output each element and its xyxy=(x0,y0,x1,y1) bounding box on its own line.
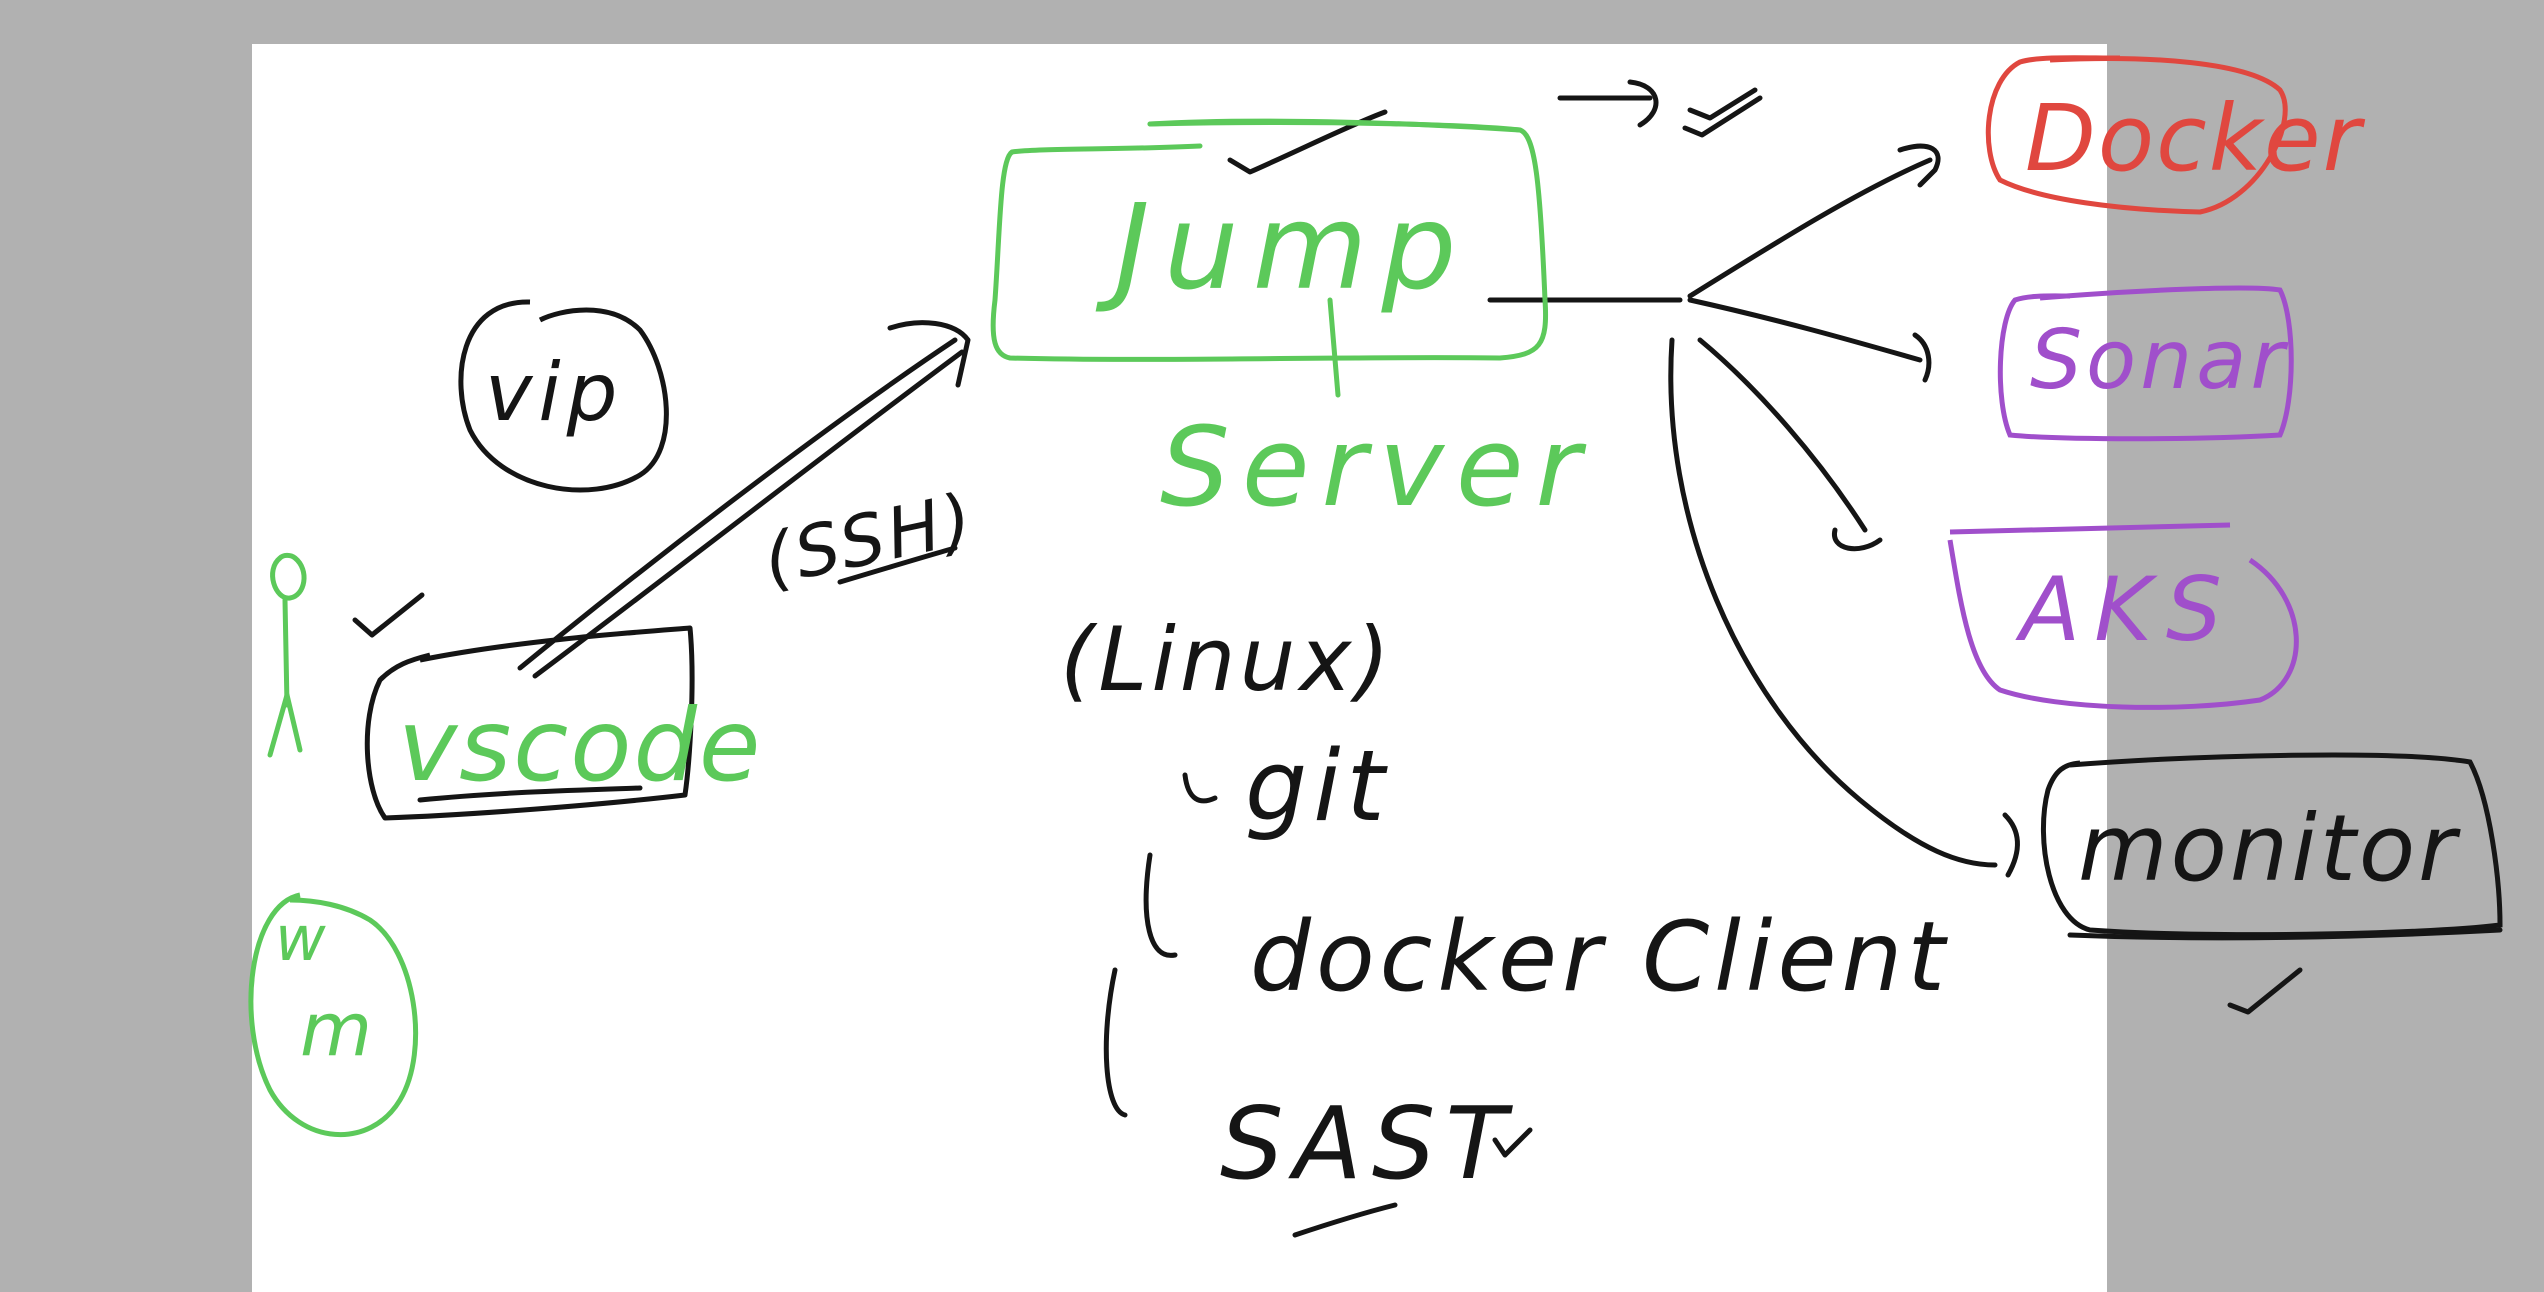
whiteboard-page xyxy=(252,44,2107,1292)
sast-underline xyxy=(1292,1202,1398,1238)
branch-to-aks xyxy=(1697,337,1868,533)
top-arrow-head xyxy=(1627,79,1659,128)
wm-w-label: w xyxy=(275,902,326,975)
jump-label: Jump xyxy=(1095,178,1470,316)
branch-to-monitor xyxy=(1668,337,1998,868)
branch-to-docker-head xyxy=(1897,143,1941,188)
stick-figure-icon xyxy=(267,552,307,758)
vip-label: vip xyxy=(485,346,623,439)
checkmark-icon xyxy=(2227,967,2303,1015)
checkmark-icon xyxy=(352,592,425,638)
vscode-label: vscode xyxy=(398,687,762,804)
linux-item-sast: SAST xyxy=(1220,1085,1516,1202)
vscode-box[interactable] xyxy=(364,625,695,821)
sonar-label: Sonar xyxy=(2030,313,2288,408)
vscode-underline xyxy=(417,785,643,803)
checkmark-icon xyxy=(1227,109,1388,175)
docker-box[interactable] xyxy=(1985,55,2288,215)
linux-item-git: git xyxy=(1245,730,1391,844)
linux-heading: (Linux) xyxy=(1060,608,1394,711)
branch-to-aks-head xyxy=(1832,527,1883,552)
ssh-underline xyxy=(837,545,958,585)
list-hook-docker xyxy=(1143,852,1178,958)
ssh-arrowhead xyxy=(887,320,971,388)
jump-box-top-stroke xyxy=(1147,118,1523,133)
checkmark-icon xyxy=(1492,1127,1533,1158)
list-hook-sast xyxy=(1103,967,1128,1118)
ssh-arrow xyxy=(517,337,958,671)
sonar-box[interactable] xyxy=(1997,285,2294,442)
checkmark-icon xyxy=(1682,95,1763,138)
checkmark-icon xyxy=(1687,87,1758,121)
docker-label: Docker xyxy=(2025,85,2366,192)
branch-to-sonar-head xyxy=(1912,332,1932,383)
branch-to-sonar xyxy=(1687,297,1923,363)
monitor-box[interactable] xyxy=(2040,752,2503,938)
wm-circle xyxy=(248,892,419,1137)
linux-item-docker-client: docker Client xyxy=(1250,901,1950,1013)
jump-server-divider xyxy=(1327,297,1341,398)
aks-box[interactable] xyxy=(1947,522,2299,710)
vip-circle xyxy=(458,299,669,493)
branch-to-docker xyxy=(1687,157,1933,299)
branch-to-monitor-head xyxy=(2002,812,2020,878)
list-hook-git xyxy=(1182,772,1218,804)
wm-m-label: m xyxy=(300,987,372,1073)
monitor-underline xyxy=(2067,927,2503,941)
monitor-label: monitor xyxy=(2078,795,2461,902)
aks-label: AKS xyxy=(2015,558,2236,661)
server-label: Server xyxy=(1160,403,1593,531)
